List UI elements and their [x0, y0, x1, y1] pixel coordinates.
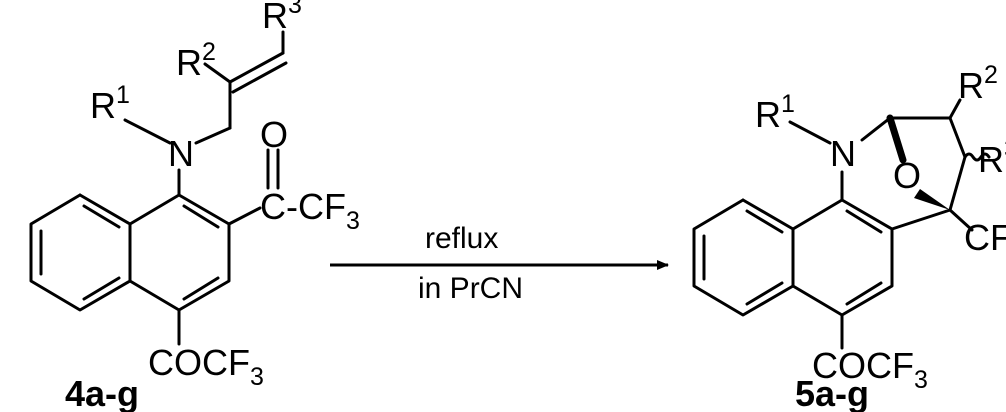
reactant-acyl-label: C-CF3: [260, 186, 360, 235]
reactant-ester-label: COCF3: [148, 342, 264, 391]
reactant-alkene-double-a: [228, 51, 285, 84]
reactant-structure: [29, 30, 288, 346]
reactant-right-ring-double-1: [182, 204, 220, 229]
reactant-alkene-double-b: [231, 61, 288, 94]
reactant-left-ring: [29, 193, 132, 312]
product-chr2-r2-bond: [948, 98, 962, 120]
product-right-ring-double-1: [845, 209, 883, 234]
reactant-r2-label: R2: [176, 38, 216, 83]
product-structure: [692, 98, 991, 350]
reactant-o-label: O: [260, 114, 288, 155]
product-left-ring-double-3: [745, 281, 784, 306]
reactant-r3-label: R3: [262, 0, 302, 36]
product-chr3-ccf3-bond: [948, 155, 967, 212]
product-cf3-label: CF3: [964, 217, 1006, 266]
product-r3-label: R3: [978, 135, 1006, 180]
product-r1-label: R1: [755, 90, 795, 135]
product-o-ch-bold-bond: [886, 114, 907, 164]
product-c-ring-bond: [890, 208, 952, 231]
product-o-wedge-bond: [914, 189, 950, 210]
product-c-cf3-bond: [948, 208, 974, 232]
reactant-r1-label: R1: [90, 81, 130, 126]
reactant-left-ring-double-3: [82, 276, 121, 301]
product-right-ring: [791, 198, 894, 317]
product-left-ring: [692, 198, 795, 317]
reactant-left-ring-double-2: [82, 204, 121, 229]
product-r2-label: R2: [958, 61, 998, 106]
reactant-alkene-r2-bond: [203, 62, 232, 84]
product-n-ch-bond: [860, 116, 892, 142]
product-compound-id: 5a-g: [795, 373, 869, 412]
product-ester-label: COCF3: [812, 345, 928, 394]
product-chr3-r3-wavy-bond: [963, 152, 991, 162]
reactant-n-ch2-bond: [194, 126, 232, 145]
reactant-right-ring: [128, 193, 231, 312]
reactant-ring-acyl-bond: [227, 206, 262, 226]
product-n-label: N: [830, 133, 856, 174]
reactant-compound-id: 4a-g: [65, 373, 139, 412]
product-right-ring-double-2: [845, 281, 883, 306]
reactant-n-label: N: [168, 133, 194, 174]
reactant-right-ring-double-2: [182, 276, 220, 301]
reactant-n-r1-bond: [123, 118, 172, 145]
product-o-label: O: [893, 155, 921, 196]
condition-line-2: in PrCN: [418, 272, 523, 305]
product-chr2-chr3-bond: [948, 116, 967, 159]
condition-line-1: reflux: [425, 222, 498, 255]
product-left-ring-double-2: [745, 209, 784, 234]
product-n-r1-bond: [788, 120, 832, 145]
